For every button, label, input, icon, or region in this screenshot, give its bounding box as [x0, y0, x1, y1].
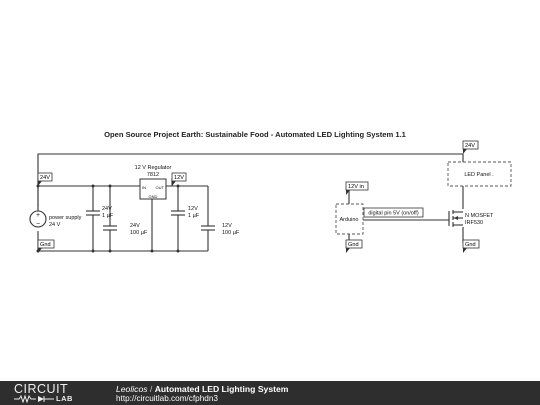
- capacitor-c2-symbol: [103, 225, 117, 231]
- capacitor-c1-value: 1 µF: [102, 213, 114, 219]
- digital-pin-label: digital pin 5V (on/off): [368, 211, 419, 217]
- capacitor-c1-rating: 24V: [102, 206, 112, 212]
- capacitor-c2-rating: 24V: [130, 223, 140, 229]
- wire-top-24v-rail: [37, 153, 464, 207]
- junction-dot: [176, 249, 180, 253]
- logo-wordmark-top: CIRCUIT: [14, 382, 69, 396]
- footer-bar: CIRCUIT LAB Leolicos / Automated LED Lig…: [0, 381, 540, 405]
- power-supply-symbol: + −: [29, 186, 47, 228]
- svg-text:12V: 12V: [174, 175, 184, 181]
- circuitlab-logo[interactable]: CIRCUIT LAB: [14, 383, 96, 403]
- svg-text:12V in: 12V in: [348, 184, 364, 190]
- footer-separator: /: [147, 384, 155, 394]
- svg-text:Gnd: Gnd: [348, 242, 359, 248]
- junction-dot: [91, 249, 95, 253]
- author-link[interactable]: Leolicos: [116, 384, 148, 394]
- net-flag-gnd-mosfet: Gnd: [462, 239, 480, 253]
- junction-dot: [176, 184, 180, 188]
- svg-text:24V: 24V: [40, 175, 50, 181]
- capacitor-c2-value: 100 µF: [130, 230, 148, 236]
- net-flag-gnd-left: Gnd: [37, 239, 55, 253]
- capacitor-c3-rating: 12V: [188, 206, 198, 212]
- mosfet-label: N MOSFET: [465, 213, 494, 219]
- mosfet-part: IRF530: [465, 220, 483, 226]
- svg-text:+: +: [36, 212, 40, 219]
- capacitor-c4-value: 100 µF: [222, 230, 240, 236]
- led-panel-label: LED Panel .: [464, 172, 494, 178]
- net-flag-24v-left: 24V: [37, 172, 53, 186]
- arduino-label: Arduino: [340, 217, 359, 223]
- junction-dot: [150, 249, 154, 253]
- capacitor-c4-rating: 12V: [222, 223, 232, 229]
- mosfet-symbol: [448, 210, 463, 227]
- junction-dot: [108, 249, 112, 253]
- svg-text:−: −: [36, 221, 40, 228]
- net-flag-12v-in: 12V in: [345, 181, 369, 195]
- diagram-title: Open Source Project Earth: Sustainable F…: [104, 130, 407, 139]
- logo-wordmark-bottom: LAB: [56, 394, 73, 403]
- led-panel-box: [447, 161, 512, 187]
- regulator-label: 12 V Regulator: [135, 165, 172, 171]
- net-flag-12v-regulator: 12V: [171, 172, 187, 186]
- power-supply-label: power supply: [49, 215, 82, 221]
- capacitor-c3-value: 1 µF: [188, 213, 200, 219]
- regulator-pin-gnd: GND: [149, 194, 158, 199]
- junction-dot: [108, 184, 112, 188]
- digital-pin-label-box: [363, 207, 424, 218]
- project-title-link[interactable]: Automated LED Lighting System: [154, 384, 289, 394]
- svg-text:Gnd: Gnd: [465, 242, 476, 248]
- regulator-body: [139, 178, 167, 200]
- capacitor-c1-symbol: [86, 210, 100, 216]
- svg-text:24V: 24V: [465, 143, 475, 149]
- regulator-part: 7812: [147, 172, 159, 178]
- svg-text:Gnd: Gnd: [40, 242, 51, 248]
- arduino-box: [335, 203, 364, 235]
- regulator-pin-in: IN: [142, 185, 146, 190]
- footer-title-line: Leolicos / Automated LED Lighting System: [116, 384, 288, 394]
- net-flag-24v-led: 24V: [462, 140, 479, 154]
- project-url-link[interactable]: http://circuitlab.com/cfphdn3: [116, 394, 218, 403]
- wires: [37, 153, 464, 252]
- power-supply-voltage: 24 V: [49, 222, 61, 228]
- junction-dot: [91, 184, 95, 188]
- capacitor-c4-symbol: [201, 225, 215, 231]
- net-flag-gnd-arduino: Gnd: [345, 239, 363, 253]
- circuit-glyph-icon: [14, 394, 54, 403]
- regulator-pin-out: OUT: [156, 185, 165, 190]
- capacitor-c3-symbol: [171, 210, 185, 216]
